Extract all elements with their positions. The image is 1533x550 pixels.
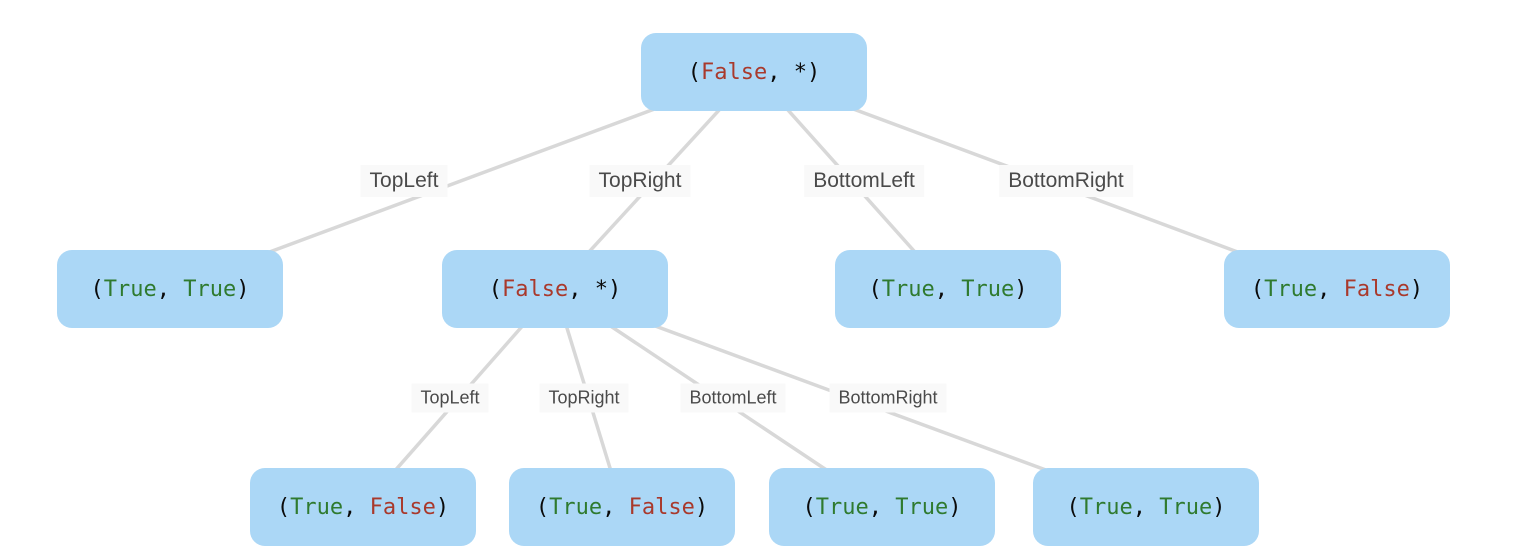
tree-node-topright-top-left: (True, False) xyxy=(250,468,476,546)
node-token: False xyxy=(628,494,695,520)
tree-node-bottom-right: (True, False) xyxy=(1224,250,1450,328)
node-token: True xyxy=(1079,494,1133,520)
tree-node-topright-bottom-left: (True, True) xyxy=(769,468,995,546)
edge-label-level1-top-left: TopLeft xyxy=(360,165,448,197)
node-token: ( xyxy=(1250,276,1265,302)
node-token: , xyxy=(156,276,184,302)
node-token: , xyxy=(767,59,794,85)
edge-label-level2-top-left: TopLeft xyxy=(411,383,489,413)
node-token: ( xyxy=(802,494,816,520)
node-token: False xyxy=(369,494,436,520)
node-token: True xyxy=(290,494,344,520)
tree-node-bottom-left: (True, True) xyxy=(835,250,1061,328)
node-token: True xyxy=(961,276,1015,302)
node-token: ( xyxy=(868,276,882,302)
node-token: True xyxy=(549,494,603,520)
node-token: , xyxy=(343,494,370,520)
node-token: , xyxy=(602,494,629,520)
node-token: True xyxy=(815,494,869,520)
node-token: ) xyxy=(607,276,622,302)
node-token: , xyxy=(868,494,896,520)
tree-node-root: (False, *) xyxy=(641,33,867,111)
node-token: ( xyxy=(276,494,291,520)
node-token: ) xyxy=(694,494,709,520)
node-token: ( xyxy=(535,494,550,520)
edge-label-level2-bottom-right: BottomRight xyxy=(829,383,947,413)
tree-node-topright-bottom-right: (True, True) xyxy=(1033,468,1259,546)
node-token: True xyxy=(183,276,237,302)
node-token: , xyxy=(1317,276,1344,302)
node-token: ( xyxy=(90,276,104,302)
node-token: True xyxy=(1159,494,1213,520)
node-token: True xyxy=(103,276,157,302)
node-token: False xyxy=(1343,276,1410,302)
node-token: ) xyxy=(948,494,962,520)
node-token: ) xyxy=(435,494,450,520)
node-token: ) xyxy=(236,276,250,302)
node-token: ) xyxy=(1014,276,1028,302)
edge-label-level1-top-right: TopRight xyxy=(589,165,691,197)
edge-label-level1-bottom-right: BottomRight xyxy=(999,165,1133,197)
node-token: , xyxy=(934,276,962,302)
node-token: ) xyxy=(1212,494,1226,520)
node-token: ) xyxy=(806,59,821,85)
node-token: ) xyxy=(1409,276,1424,302)
node-token: False xyxy=(502,276,569,302)
edge-label-level2-top-right: TopRight xyxy=(539,383,629,413)
node-token: * xyxy=(793,59,807,85)
node-token: * xyxy=(594,276,608,302)
node-token: True xyxy=(1264,276,1318,302)
tree-node-top-left: (True, True) xyxy=(57,250,283,328)
node-token: ( xyxy=(687,59,701,85)
edge-label-level2-bottom-left: BottomLeft xyxy=(680,383,786,413)
edge-label-level1-bottom-left: BottomLeft xyxy=(804,165,924,197)
node-token: , xyxy=(1132,494,1160,520)
node-token: True xyxy=(881,276,935,302)
node-token: False xyxy=(701,59,768,85)
node-token: , xyxy=(568,276,595,302)
node-token: ( xyxy=(1066,494,1080,520)
node-token: ( xyxy=(488,276,502,302)
node-token: True xyxy=(895,494,949,520)
tree-node-top-right: (False, *) xyxy=(442,250,668,328)
tree-node-topright-top-right: (True, False) xyxy=(509,468,735,546)
